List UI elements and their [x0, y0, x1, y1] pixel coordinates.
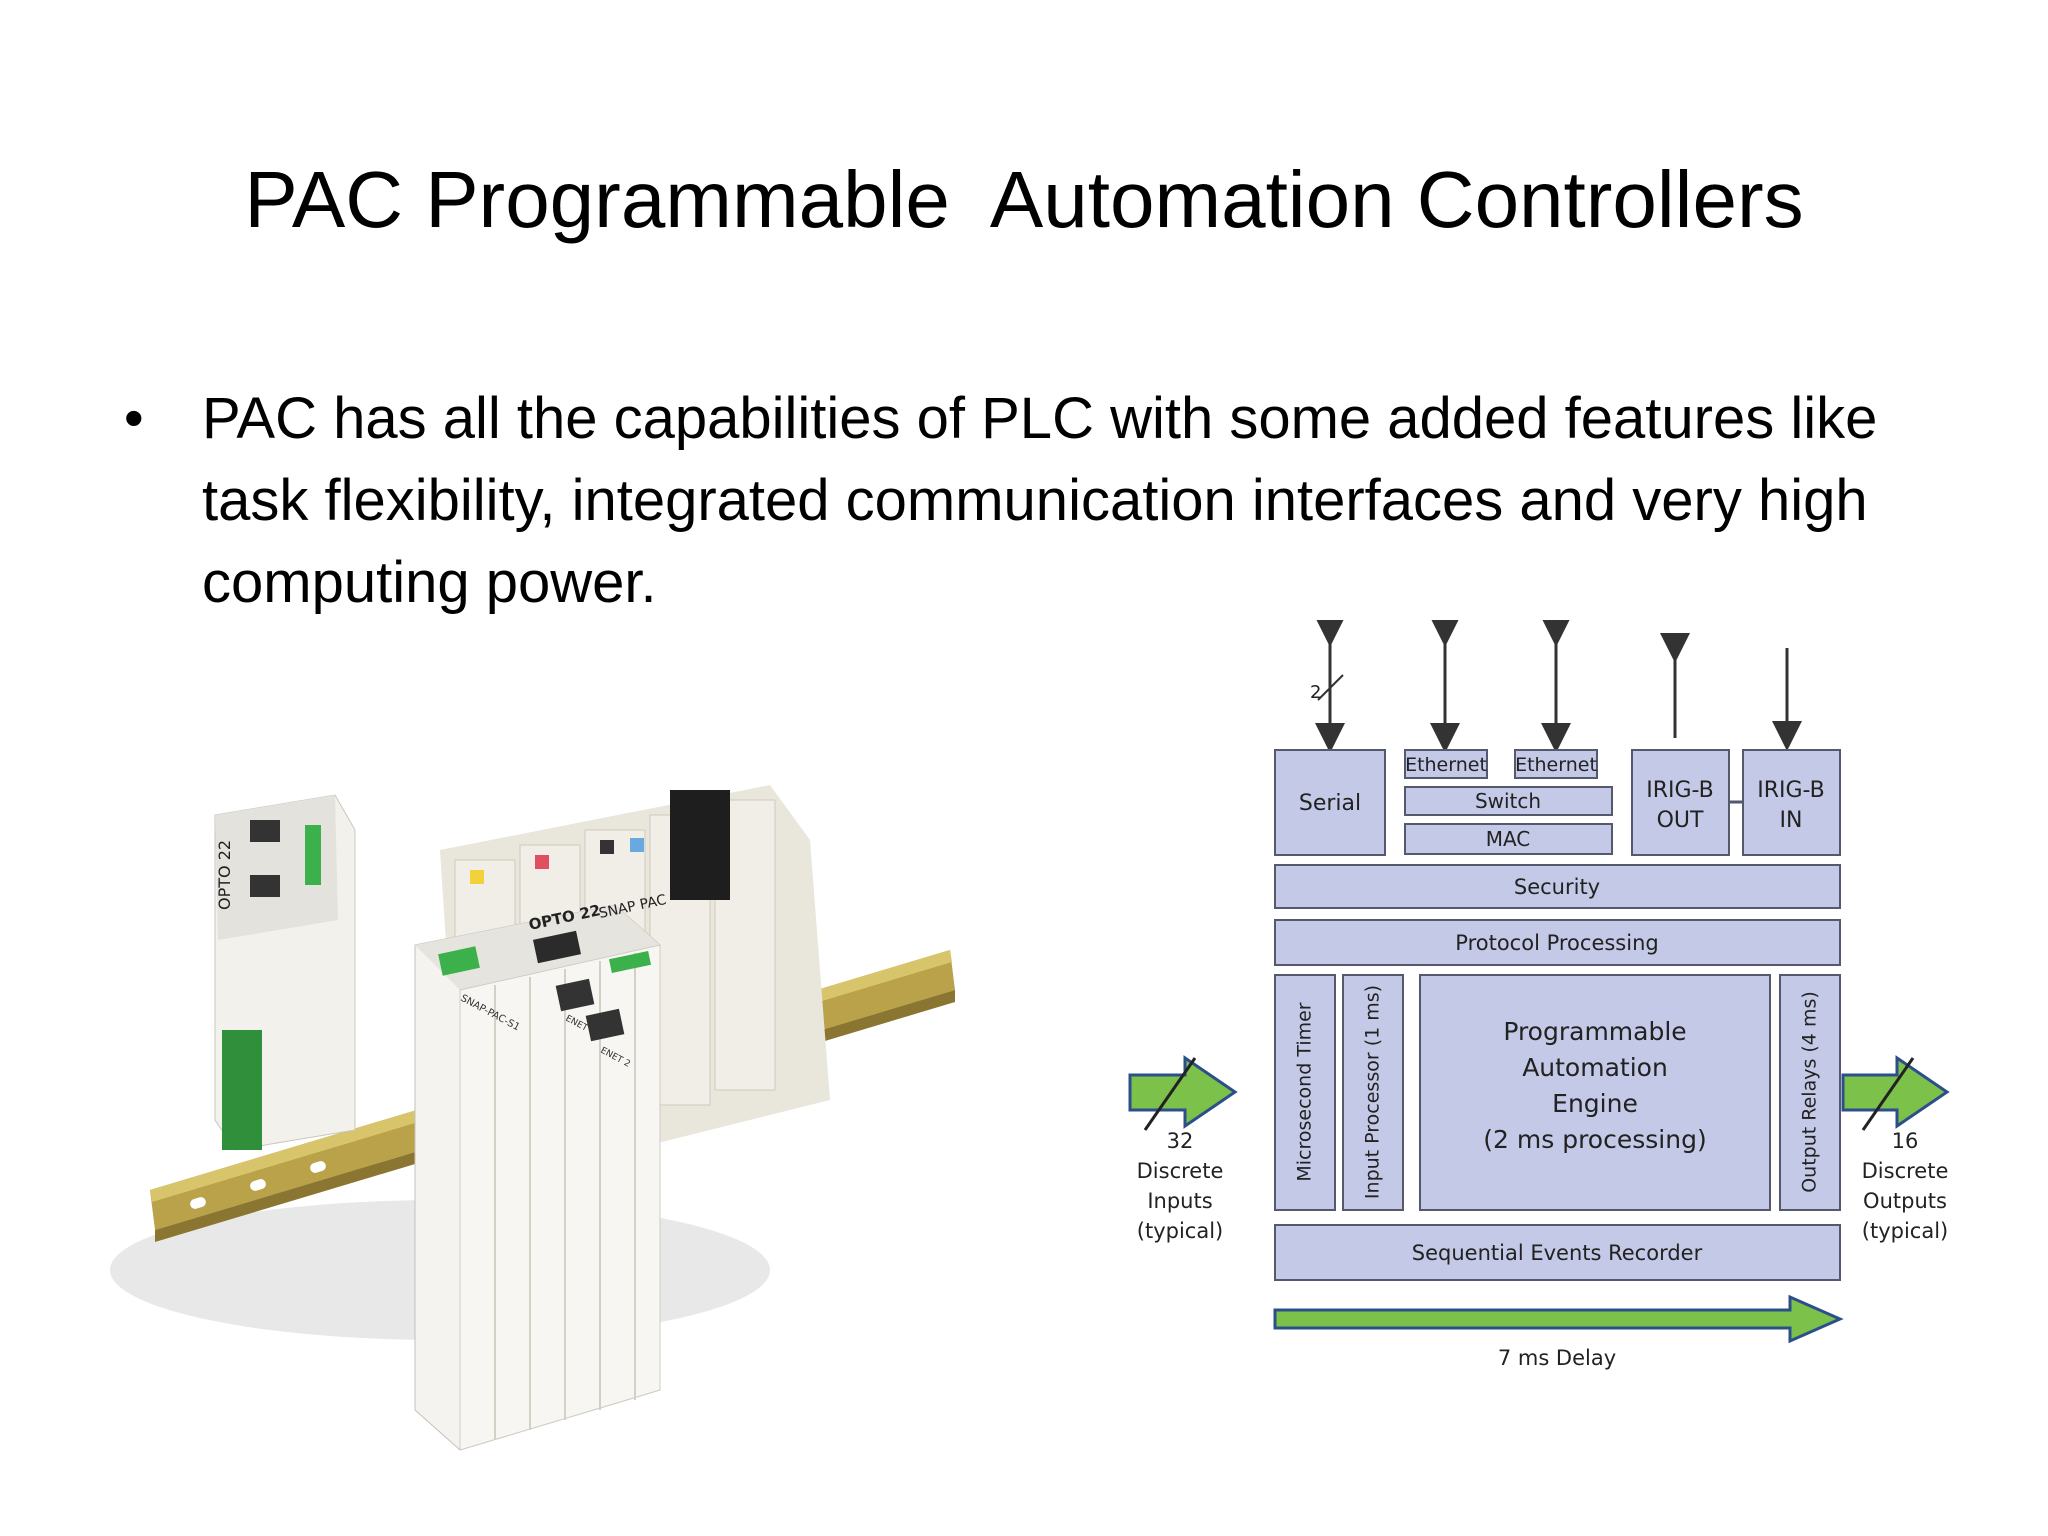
irig-out-label-1: IRIG-B [1646, 778, 1714, 803]
engine-label-4: (2 ms processing) [1483, 1125, 1706, 1154]
timer-box [1274, 974, 1336, 1211]
irig-in-label-2: IN [1780, 808, 1803, 833]
timer-label: Microsecond Timer [1294, 1002, 1316, 1181]
product-photo: OPTO 22 OPTO 22 SNAP PAC SNAP-PAC-S1 ENE… [110, 785, 955, 1451]
bullet-text: PAC has all the capabilities of PLC with… [202, 386, 1878, 615]
input-processor-box [1342, 974, 1404, 1211]
mac-box [1404, 823, 1613, 855]
inputs-label-2: Inputs [1147, 1189, 1212, 1213]
ethernet1-label: Ethernet [1405, 754, 1487, 776]
security-label: Security [1514, 875, 1600, 899]
engine-box [1419, 974, 1771, 1211]
inputs-arrow [1128, 1055, 1238, 1129]
serial-bus-width: 2 [1310, 682, 1321, 703]
outputs-bus-slash [1861, 1057, 1915, 1131]
engine-label-2: Automation [1522, 1053, 1668, 1082]
irig-in-label-1: IRIG-B [1757, 778, 1825, 803]
irig-out-label-2: OUT [1657, 808, 1704, 833]
mac-label: MAC [1486, 827, 1531, 851]
top-arrows [1315, 620, 1802, 753]
slide-title: PAC Programmable Automation Controllers [244, 155, 1804, 244]
irig-out-box [1631, 749, 1730, 856]
ser-box [1274, 1224, 1841, 1281]
outputs-label-1: Discrete [1862, 1159, 1949, 1183]
protocol-label: Protocol Processing [1455, 931, 1658, 955]
inputs-label-3: (typical) [1137, 1219, 1223, 1243]
ethernet2-label: Ethernet [1515, 754, 1597, 776]
inputs-bus-slash [1143, 1057, 1197, 1131]
front-controller: OPTO 22 SNAP PAC SNAP-PAC-S1 ENET 1 ENET… [414, 892, 668, 1451]
inputs-label-1: Discrete [1137, 1159, 1224, 1183]
security-box [1274, 864, 1841, 909]
pac-architecture-diagram: 2 Serial Ethernet Ethernet Switch MAC IR… [1128, 620, 1950, 1370]
protocol-box [1274, 919, 1841, 966]
outputs-label-2: Outputs [1863, 1189, 1947, 1213]
delay-label: 7 ms Delay [1498, 1346, 1616, 1370]
ethernet2-box [1514, 749, 1598, 779]
delay-arrow [1273, 1294, 1844, 1344]
switch-label: Switch [1475, 789, 1541, 813]
left-brand-label: OPTO 22 [215, 840, 234, 910]
serial-bus-slash [1317, 674, 1344, 701]
output-relays-box [1779, 974, 1841, 1211]
inputs-count: 32 [1167, 1129, 1194, 1153]
switch-box [1404, 786, 1613, 816]
left-controller: OPTO 22 [214, 794, 356, 1151]
serial-label: Serial [1299, 791, 1361, 816]
outputs-label-3: (typical) [1862, 1219, 1948, 1243]
irig-in-box [1742, 749, 1841, 856]
ethernet1-box [1404, 749, 1488, 779]
output-relays-label: Output Relays (4 ms) [1799, 991, 1821, 1193]
bullet-marker: • [124, 386, 144, 449]
engine-label-3: Engine [1552, 1089, 1638, 1118]
serial-box [1274, 749, 1386, 856]
ser-label: Sequential Events Recorder [1412, 1241, 1703, 1265]
outputs-count: 16 [1892, 1129, 1919, 1153]
input-processor-label: Input Processor (1 ms) [1362, 985, 1384, 1199]
engine-label-1: Programmable [1503, 1017, 1686, 1046]
outputs-arrow [1841, 1055, 1950, 1129]
